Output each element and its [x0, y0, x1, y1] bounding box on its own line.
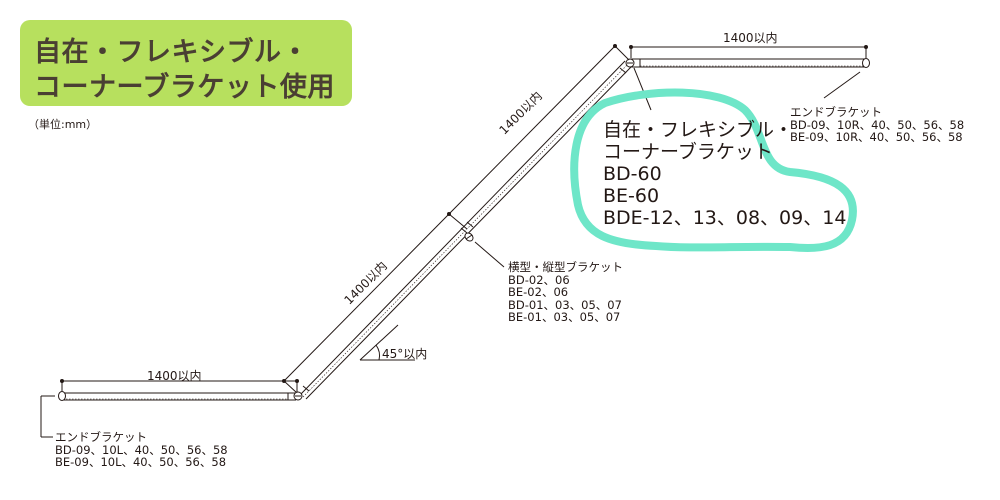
label-heading: 横型・縦型ブラケット	[508, 260, 623, 274]
diagonal-rail	[299, 60, 632, 400]
angle-indicator	[359, 324, 415, 361]
upper-diagonal-dimension-line	[447, 44, 630, 230]
end-bracket-right-label: エンドブラケット BD-09、10R、40、50、56、58 BE-09、10R…	[790, 106, 964, 144]
title-line-1: 自在・フレキシブル・	[34, 37, 309, 68]
label-line: BE-01、03、05、07	[508, 310, 621, 324]
callout-line: コーナーブラケット	[603, 141, 773, 163]
highlight-outline	[570, 88, 857, 253]
label-line: BE-02、06	[508, 285, 569, 299]
title-line-2: コーナーブラケット使用	[34, 72, 335, 103]
highlight-callout: 自在・フレキシブル・ コーナーブラケット BD-60 BE-60 BDE-12、…	[603, 119, 846, 229]
mid-bracket-label: 横型・縦型ブラケット BD-02、06 BE-02、06 BD-01、03、05…	[508, 261, 623, 324]
end-bracket-left-label: エンドブラケット BD-09、10L、40、50、56、58 BE-09、10L…	[55, 431, 228, 469]
leader-lines	[40, 67, 861, 438]
callout-line: BDE-12、13、08、09、14	[603, 207, 847, 229]
callout-line: 自在・フレキシブル・	[603, 119, 794, 141]
bottom-corner-bracket	[293, 391, 303, 401]
top-horizontal-rail	[630, 58, 870, 68]
label-heading: エンドブラケット	[790, 105, 882, 119]
label-line: BD-02、06	[508, 272, 570, 287]
title-banner: 自在・フレキシブル・ コーナーブラケット使用	[20, 20, 352, 106]
top-corner-bracket	[625, 58, 635, 68]
dimension-angle: 45°以内	[382, 347, 428, 361]
label-heading: エンドブラケット	[55, 430, 147, 444]
unit-note: （単位:mm）	[28, 118, 98, 131]
label-line: BD-01、03、05、07	[508, 297, 622, 312]
mid-bracket	[464, 232, 505, 268]
label-line: BD-09、10R、40、50、56、58	[790, 117, 965, 132]
callout-line: BD-60	[603, 163, 662, 185]
label-line: BE-09、10R、40、50、56、58	[790, 130, 963, 144]
label-line: BE-09、10L、40、50、56、58	[55, 455, 227, 469]
top-dimension-line	[629, 45, 868, 58]
label-line: BD-09、10L、40、50、56、58	[55, 442, 228, 457]
bottom-horizontal-rail	[58, 391, 296, 401]
dimension-bottom-horizontal: 1400以内	[147, 369, 202, 383]
lower-diagonal-dimension-line	[282, 213, 450, 394]
bottom-dimension-line	[60, 379, 299, 392]
callout-line: BE-60	[603, 185, 660, 207]
dimension-top-horizontal: 1400以内	[723, 31, 778, 45]
